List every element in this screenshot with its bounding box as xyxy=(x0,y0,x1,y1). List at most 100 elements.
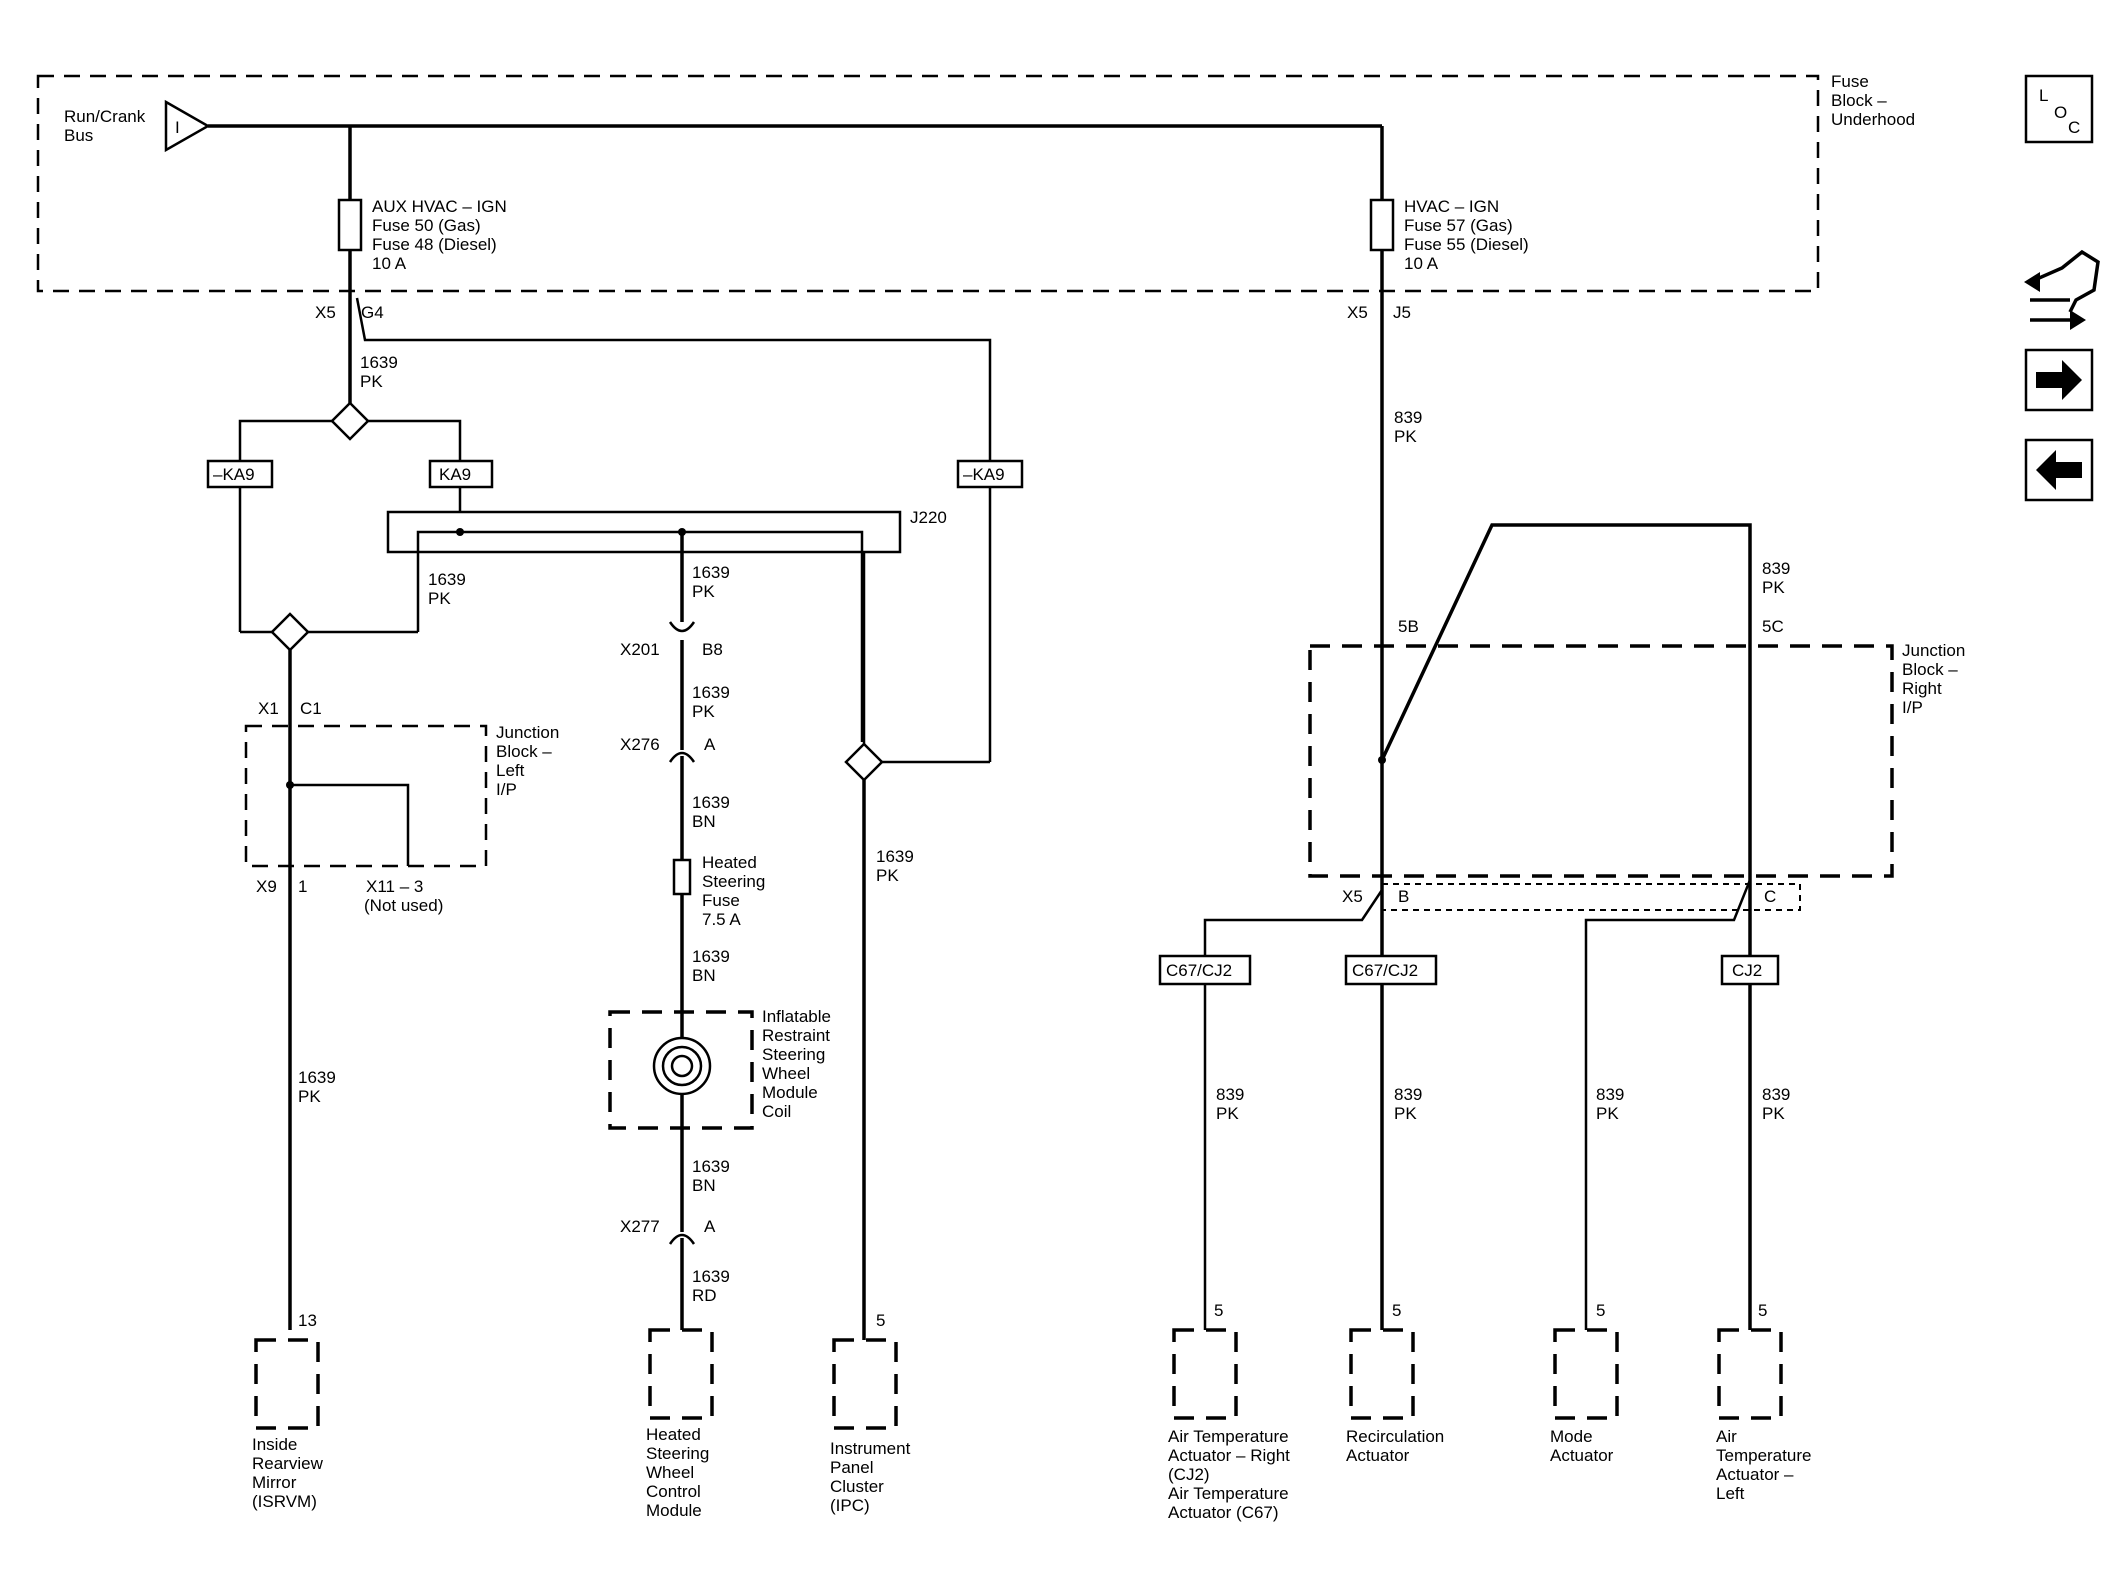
svg-text:Mirror: Mirror xyxy=(252,1473,297,1492)
fuse-block-underhood-outline xyxy=(36,74,1820,293)
svg-text:Coil: Coil xyxy=(762,1102,791,1121)
svg-text:Junction: Junction xyxy=(1902,641,1965,660)
junction-block-right-label: Junction Block – Right I/P xyxy=(1902,641,1965,717)
wire-label-839-top: 839 PK xyxy=(1394,408,1422,446)
component-act-right-box xyxy=(1172,1328,1238,1420)
connector-x5-right: X5 xyxy=(1347,303,1368,322)
connector-pin-5b: 5B xyxy=(1398,617,1419,636)
option-c67-cj2-b: C67/CJ2 xyxy=(1352,961,1418,980)
svg-text:BN: BN xyxy=(692,1176,716,1195)
connector-x201: X201 xyxy=(620,640,660,659)
wire-label-1639-bn-2: 1639 BN xyxy=(692,947,730,985)
heated-steering-fuse-label: Heated Steering Fuse 7.5 A xyxy=(702,853,765,929)
connector-g4: G4 xyxy=(361,303,384,322)
loc-button[interactable]: L O C xyxy=(2024,74,2094,144)
svg-text:PK: PK xyxy=(876,866,899,885)
svg-text:C: C xyxy=(2068,118,2080,137)
svg-text:1639: 1639 xyxy=(692,563,730,582)
component-act-left-box xyxy=(1717,1328,1783,1420)
bus-symbol: I xyxy=(175,118,180,137)
option-ka9-neg-right-box xyxy=(956,459,1024,489)
option-ka9-box xyxy=(428,459,494,489)
svg-text:Heated: Heated xyxy=(646,1425,701,1444)
wire-839-jumper xyxy=(1380,523,1752,880)
svg-text:Inside: Inside xyxy=(252,1435,297,1454)
wire-to-ka9 xyxy=(368,419,462,470)
hvac-ign-fuse xyxy=(1369,198,1395,252)
component-ipc-label: Instrument Panel Cluster (IPC) xyxy=(830,1439,911,1515)
connector-x1: X1 xyxy=(258,699,279,718)
connector-x5-left: X5 xyxy=(315,303,336,322)
pin-ipc: 5 xyxy=(876,1311,885,1330)
svg-text:Module: Module xyxy=(646,1501,702,1520)
svg-text:839: 839 xyxy=(1762,559,1790,578)
harness-icon[interactable] xyxy=(2024,249,2100,330)
svg-text:Bus: Bus xyxy=(64,126,93,145)
option-ka9-neg-right: –KA9 xyxy=(963,465,1005,484)
svg-text:1639: 1639 xyxy=(298,1068,336,1087)
connector-x11-note: (Not used) xyxy=(364,896,443,915)
svg-text:Control: Control xyxy=(646,1482,701,1501)
splice-diamond-top xyxy=(330,401,370,441)
wire-label-1639-bn-3: 1639 BN xyxy=(692,1157,730,1195)
component-act-left-label: Air Temperature Actuator – Left xyxy=(1716,1427,1811,1503)
component-mode-box xyxy=(1553,1328,1619,1420)
option-c67-cj2-a: C67/CJ2 xyxy=(1166,961,1232,980)
option-ka9-neg-left: –KA9 xyxy=(213,465,255,484)
arrow-right-icon[interactable] xyxy=(2024,348,2094,412)
svg-text:Left: Left xyxy=(1716,1484,1745,1503)
svg-text:PK: PK xyxy=(692,582,715,601)
svg-text:PK: PK xyxy=(1762,1104,1785,1123)
svg-text:Underhood: Underhood xyxy=(1831,110,1915,129)
svg-text:Recirculation: Recirculation xyxy=(1346,1427,1444,1446)
wire-label-839-b: 839 PK xyxy=(1394,1085,1422,1123)
connector-x277: X277 xyxy=(620,1217,660,1236)
svg-text:1639: 1639 xyxy=(692,793,730,812)
wire-label-1639-center-1: 1639 PK xyxy=(692,563,730,601)
pin-act-right: 5 xyxy=(1214,1301,1223,1320)
svg-text:Actuator: Actuator xyxy=(1550,1446,1614,1465)
svg-text:Panel: Panel xyxy=(830,1458,873,1477)
svg-text:Fuse 50 (Gas): Fuse 50 (Gas) xyxy=(372,216,481,235)
connector-j5: J5 xyxy=(1393,303,1411,322)
connector-x276-symbol xyxy=(668,751,696,763)
wire-j220-bus xyxy=(460,530,864,742)
component-mode-label: Mode Actuator xyxy=(1550,1427,1614,1465)
svg-text:Fuse 48 (Diesel): Fuse 48 (Diesel) xyxy=(372,235,497,254)
svg-text:(CJ2): (CJ2) xyxy=(1168,1465,1210,1484)
component-recirc-label: Recirculation Actuator xyxy=(1346,1427,1444,1465)
svg-text:Module: Module xyxy=(762,1083,818,1102)
svg-text:Heated: Heated xyxy=(702,853,757,872)
pin-mirror: 13 xyxy=(298,1311,317,1330)
option-ka9: KA9 xyxy=(439,465,471,484)
svg-text:Rearview: Rearview xyxy=(252,1454,324,1473)
connector-a-x277: A xyxy=(704,1217,716,1236)
svg-text:Fuse 57 (Gas): Fuse 57 (Gas) xyxy=(1404,216,1513,235)
svg-text:BN: BN xyxy=(692,812,716,831)
wire-label-1639-center-2: 1639 PK xyxy=(692,683,730,721)
svg-text:HVAC – IGN: HVAC – IGN xyxy=(1404,197,1499,216)
svg-text:PK: PK xyxy=(1596,1104,1619,1123)
wire-to-mode-actuator xyxy=(1584,879,1752,1330)
component-hswcm-label: Heated Steering Wheel Control Module xyxy=(646,1425,709,1520)
svg-text:PK: PK xyxy=(1394,427,1417,446)
connector-x5-bottom-outline xyxy=(1381,883,1801,911)
option-cj2: CJ2 xyxy=(1732,961,1762,980)
wire-label-1639-left: 1639 PK xyxy=(428,570,466,608)
wire-to-ka9-neg-left xyxy=(238,419,332,470)
svg-text:(IPC): (IPC) xyxy=(830,1496,870,1515)
svg-text:1639: 1639 xyxy=(876,847,914,866)
wire-label-1639-mirror: 1639 PK xyxy=(298,1068,336,1106)
arrow-left-icon[interactable] xyxy=(2024,438,2094,502)
connector-x9: X9 xyxy=(256,877,277,896)
svg-text:PK: PK xyxy=(428,589,451,608)
svg-text:Actuator: Actuator xyxy=(1346,1446,1410,1465)
svg-text:PK: PK xyxy=(1216,1104,1239,1123)
connector-b8: B8 xyxy=(702,640,723,659)
svg-text:839: 839 xyxy=(1394,408,1422,427)
svg-text:7.5 A: 7.5 A xyxy=(702,910,741,929)
svg-text:1639: 1639 xyxy=(692,947,730,966)
svg-text:Fuse: Fuse xyxy=(1831,72,1869,91)
svg-text:PK: PK xyxy=(692,702,715,721)
